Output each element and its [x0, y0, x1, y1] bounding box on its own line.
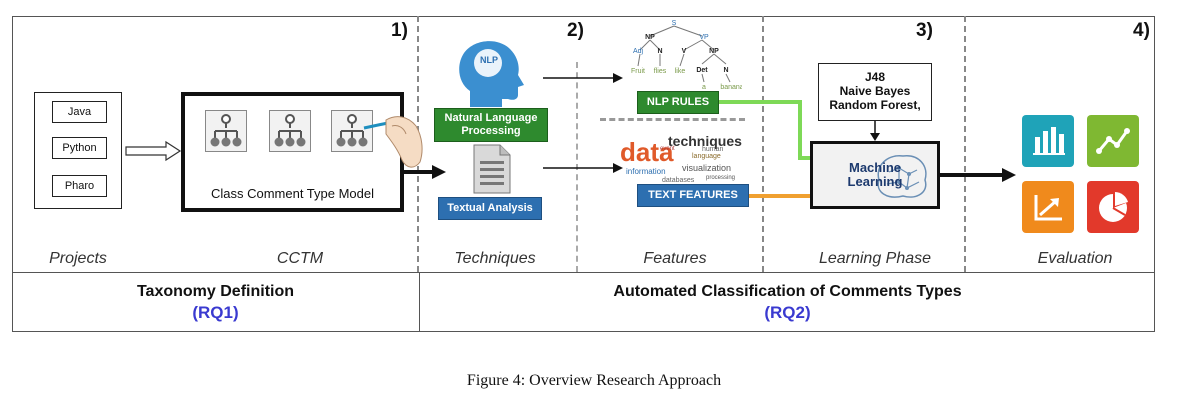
tree-root: S [672, 20, 677, 27]
hierarchy-icon [269, 110, 311, 152]
cloud-word: visualization [682, 163, 732, 173]
project-pharo: Pharo [52, 175, 107, 197]
ml-line-2: Learning [847, 174, 903, 189]
step-1-label: 1) [391, 20, 408, 41]
tree-n2: N [723, 67, 728, 74]
feature-connectors [719, 100, 812, 198]
cloud-word: event [660, 146, 675, 152]
cloud-main-word: data [620, 137, 674, 167]
hierarchy-icon [331, 110, 373, 152]
step-2-label: 2) [567, 20, 584, 41]
cctm-box: Class Comment Type Model [181, 92, 404, 212]
cloud-word: databases [662, 177, 695, 184]
text-features-label: TEXT FEATURES [637, 184, 749, 207]
features-divider [600, 118, 745, 121]
dashed-separator-3 [964, 16, 966, 272]
textual-analysis-label: Textual Analysis [438, 197, 542, 220]
nlp-line-1: Natural Language [444, 112, 538, 124]
cloud-word: processing [706, 175, 736, 181]
algorithms-box: J48 Naive Bayes Random Forest, [818, 63, 932, 121]
bar-chart-icon [1022, 115, 1074, 167]
project-python: Python [52, 137, 107, 159]
projects-box [34, 92, 122, 209]
brain-icon [877, 155, 927, 198]
thick-arrow [404, 165, 446, 179]
nlp-rules-label: NLP RULES [637, 91, 719, 114]
pie-chart-icon [1087, 181, 1139, 233]
tree-banana: banana [720, 84, 742, 91]
line-chart-icon [1087, 115, 1139, 167]
nlp-technique-label: Natural Language Processing [434, 108, 548, 142]
project-java: Java [52, 101, 107, 123]
tree-vp: VP [699, 34, 709, 41]
algorithm-item: Random Forest, [829, 98, 921, 112]
hierarchy-icon [205, 110, 247, 152]
rq2-title: Automated Classification of Comments Typ… [613, 283, 962, 300]
step-3-label: 3) [916, 20, 933, 41]
step-4-label: 4) [1133, 20, 1150, 41]
writing-hand-icon [363, 116, 423, 168]
document-icon [473, 144, 511, 194]
hollow-arrow [125, 140, 182, 162]
tree-fruit: Fruit [631, 68, 645, 75]
arrow-to-parse-tree [543, 73, 623, 83]
trend-up-icon [1022, 181, 1074, 233]
outer-frame [12, 16, 1155, 332]
phase-features: Features [643, 250, 707, 267]
tree-a: a [702, 84, 706, 91]
rq-divider [419, 272, 420, 332]
tree-v: V [682, 48, 687, 55]
nlp-head-icon [459, 41, 524, 107]
thick-arrow-evaluation [940, 168, 1016, 182]
phase-divider [12, 272, 1155, 273]
rq1-title: Taxonomy Definition [136, 283, 295, 300]
tree-like: like [675, 68, 686, 75]
machine-learning-box: Machine Learning [810, 141, 940, 209]
nlp-icon-text: NLP [480, 55, 498, 65]
cctm-label: Class Comment Type Model [210, 186, 375, 201]
rq2-label: (RQ2) [764, 303, 811, 322]
cloud-word: language [692, 153, 721, 160]
algorithms-arrow [870, 121, 880, 141]
dashed-separator-features [576, 62, 578, 272]
tree-flies: flies [654, 68, 667, 75]
cloud-word: human [702, 146, 724, 153]
phase-cctm: CCTM [276, 250, 324, 267]
tree-n: N [657, 48, 662, 55]
tree-det: Det [696, 67, 708, 74]
parse-tree: S NP VP Adj N V NP Fruit flies like Det … [631, 20, 742, 91]
word-cloud: data techniques information visualizatio… [620, 133, 742, 187]
figure-caption: Figure 4: Overview Research Approach [466, 372, 722, 389]
algorithm-item: Naive Bayes [839, 84, 911, 98]
nlp-line-2: Processing [461, 125, 521, 137]
phase-learning: Learning Phase [818, 250, 932, 267]
tree-adj: Adj [633, 48, 644, 55]
phase-projects: Projects [49, 250, 107, 267]
phase-evaluation: Evaluation [1037, 250, 1113, 267]
tree-np: NP [645, 34, 655, 41]
cloud-word: techniques [668, 133, 742, 149]
rq1-label: (RQ1) [192, 303, 239, 322]
phase-techniques: Techniques [454, 250, 536, 267]
dashed-separator-2 [762, 16, 764, 272]
cloud-word: information [626, 167, 666, 176]
algorithm-item: J48 [864, 70, 886, 84]
arrow-to-word-cloud [543, 163, 623, 173]
tree-np2: NP [709, 48, 719, 55]
ml-line-1: Machine [848, 160, 901, 175]
